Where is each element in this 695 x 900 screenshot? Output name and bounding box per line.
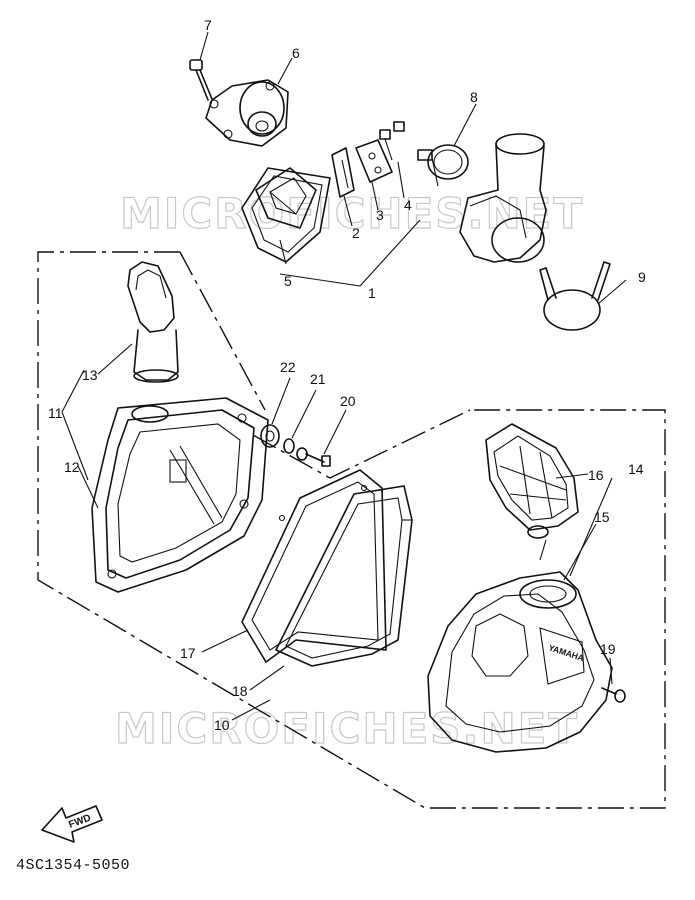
callout-2: 2 bbox=[352, 225, 360, 241]
part-20-bolt bbox=[296, 447, 331, 467]
document-code: 4SC1354-5050 bbox=[16, 857, 131, 874]
part-22-grommet bbox=[260, 424, 280, 448]
part-15-case-cover: YAMAHA bbox=[427, 571, 613, 753]
callout-1: 1 bbox=[368, 285, 376, 301]
callout-11: 11 bbox=[48, 405, 63, 421]
part-16-intake-joint bbox=[485, 423, 579, 539]
watermark-top: MICROFICHES.NET bbox=[120, 189, 584, 238]
part-5-gasket bbox=[241, 167, 331, 263]
housing-logo: YAMAHA bbox=[547, 642, 585, 663]
part-4-screw bbox=[379, 121, 405, 161]
part-2-reed-stopper bbox=[331, 147, 355, 198]
callout-7: 7 bbox=[204, 17, 212, 33]
callout-13: 13 bbox=[82, 367, 98, 383]
callout-6: 6 bbox=[292, 45, 300, 61]
part-8-hose-clamp bbox=[417, 144, 469, 187]
part-17-element-frame bbox=[241, 469, 387, 663]
part-1-reed-valve bbox=[255, 167, 317, 229]
part-21-collar bbox=[283, 438, 295, 454]
assembly-boundary-left bbox=[37, 251, 666, 809]
part-6-joint bbox=[205, 79, 289, 147]
leader-lines bbox=[61, 31, 627, 721]
callout-18: 18 bbox=[232, 683, 248, 699]
callout-9: 9 bbox=[638, 269, 646, 285]
part-9-clip bbox=[539, 261, 611, 331]
callout-16: 16 bbox=[588, 467, 604, 483]
watermark-bottom: MICROFICHES.NET bbox=[115, 704, 579, 753]
part-13-intake-boot bbox=[127, 261, 179, 383]
callout-4: 4 bbox=[404, 197, 412, 213]
callout-20: 20 bbox=[340, 393, 356, 409]
callout-12: 12 bbox=[64, 459, 80, 475]
callout-14: 14 bbox=[628, 461, 644, 477]
part-7-bolt bbox=[189, 59, 213, 101]
assembly-boundary-link-2 bbox=[252, 409, 471, 479]
part-18-element bbox=[275, 485, 413, 667]
callout-5: 5 bbox=[284, 273, 292, 289]
callout-22: 22 bbox=[280, 359, 296, 375]
callout-10: 10 bbox=[214, 717, 230, 733]
callout-15: 15 bbox=[594, 509, 610, 525]
intake-duct bbox=[459, 133, 547, 263]
callout-19: 19 bbox=[600, 641, 616, 657]
assembly-boundary-link bbox=[179, 251, 266, 411]
forward-arrow-icon: FWD bbox=[41, 805, 103, 843]
callout-8: 8 bbox=[470, 89, 478, 105]
part-3-reed-plate bbox=[355, 139, 393, 183]
callout-numbers: 1 2 3 4 5 6 7 8 9 10 11 12 13 14 15 16 1… bbox=[48, 17, 646, 733]
part-19-screw bbox=[601, 687, 626, 703]
callout-21: 21 bbox=[310, 371, 326, 387]
callout-3: 3 bbox=[376, 207, 384, 223]
part-12-air-filter-case bbox=[91, 397, 269, 593]
callout-17: 17 bbox=[180, 645, 196, 661]
